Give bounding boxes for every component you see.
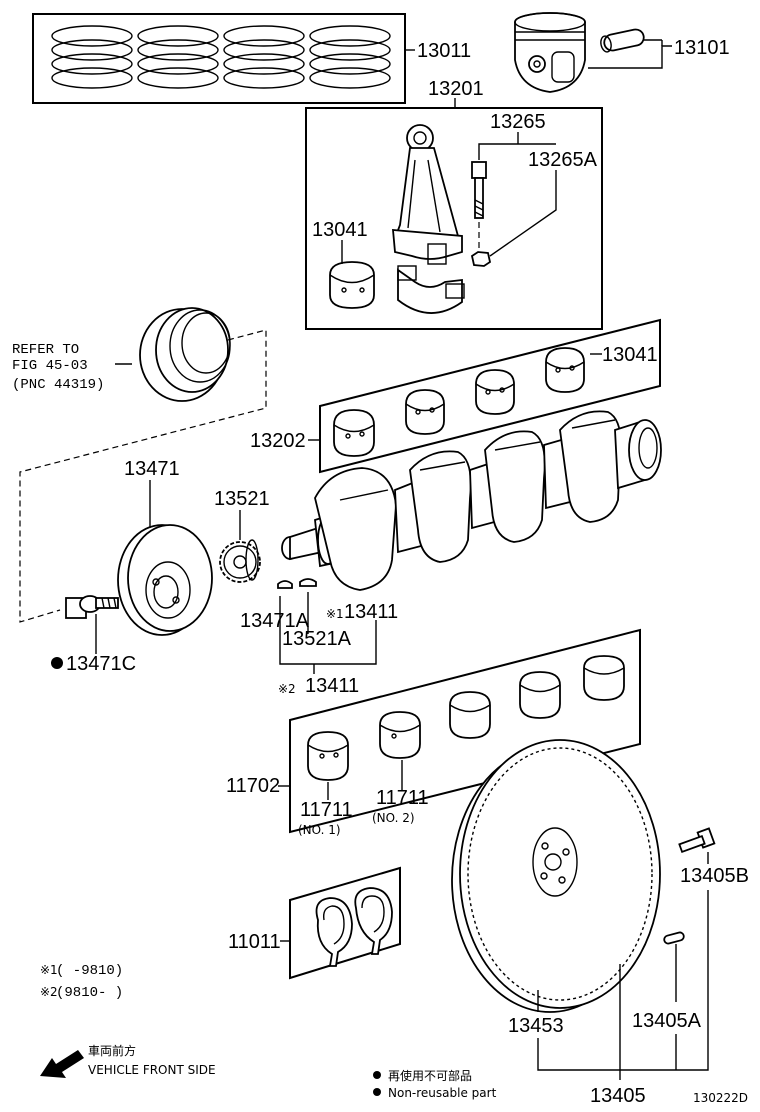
label-11711-1: 11711 xyxy=(300,799,353,821)
label-13411-1: 13411 xyxy=(344,601,398,623)
main-bearing-lower-1 xyxy=(307,731,349,781)
direction-en: VEHICLE FRONT SIDE xyxy=(88,1063,216,1077)
crank-key-pair xyxy=(277,578,317,589)
note2-mark: ※2 xyxy=(40,985,58,999)
pulley-bolt xyxy=(65,595,119,619)
connecting-rod-bolt xyxy=(471,161,487,219)
piston xyxy=(514,12,586,93)
label-13521A: 13521A xyxy=(282,628,352,650)
label-13471: 13471 xyxy=(124,458,180,480)
main-bearing-lower-3 xyxy=(449,691,491,739)
legend-dot-2 xyxy=(373,1088,381,1096)
label-13101: 13101 xyxy=(674,37,730,59)
crankshaft-pulley xyxy=(139,307,231,402)
connecting-rod xyxy=(392,124,463,265)
direction-jp: 車両前方 xyxy=(88,1043,136,1058)
label-13471C: 13471C xyxy=(66,653,136,675)
figure-code: 130222D xyxy=(693,1091,748,1105)
legend-dot-1 xyxy=(373,1071,381,1079)
main-bearing-lower-4 xyxy=(519,671,561,719)
piston-ring-group-2 xyxy=(137,25,219,89)
label-13265A: 13265A xyxy=(528,149,598,171)
note1-mark: ※1 xyxy=(40,963,58,977)
label-13405B: 13405B xyxy=(680,865,749,887)
legend-en: Non-reusable part xyxy=(388,1086,497,1100)
crankshaft-timing-gear xyxy=(219,539,261,583)
piston-ring-group-1 xyxy=(51,25,133,89)
label-11711-2: 11711 xyxy=(376,787,429,809)
thrust-washer-2 xyxy=(354,887,393,955)
rod-bearing xyxy=(329,261,375,309)
flywheel-bolt xyxy=(678,827,716,854)
main-bearing-upper-1 xyxy=(333,409,375,457)
main-bearing-lower-set xyxy=(289,628,641,834)
label-13521: 13521 xyxy=(214,488,270,510)
crankshaft-pulley-13471 xyxy=(117,524,213,636)
label-13411-2: 13411 xyxy=(305,675,359,697)
note1-range: ( -9810) xyxy=(56,963,123,979)
refer-line-3: (PNC 44319) xyxy=(12,377,104,393)
label-13405: 13405 xyxy=(590,1085,646,1107)
refer-line-2: FIG 45-03 xyxy=(12,358,88,374)
main-bearing-lower-2 xyxy=(379,711,421,759)
label-13201: 13201 xyxy=(428,78,484,100)
label-11711-2-sub: (NO. 2) xyxy=(372,811,415,825)
thrust-washer-set xyxy=(289,866,401,980)
note2-range: (9810- ) xyxy=(56,985,123,1001)
label-13041-main: 13041 xyxy=(602,344,658,366)
thrust-washer-1 xyxy=(315,897,353,967)
main-bearing-lower-5 xyxy=(583,655,625,701)
piston-pin xyxy=(600,28,645,53)
crankshaft xyxy=(281,410,662,591)
label-13265: 13265 xyxy=(490,111,546,133)
legend-jp: 再使用不可部品 xyxy=(388,1068,472,1083)
label-13471A: 13471A xyxy=(240,610,310,632)
refer-line-1: REFER TO xyxy=(12,342,79,358)
label-13202: 13202 xyxy=(250,430,306,452)
main-bearing-upper-3 xyxy=(475,369,515,415)
flywheel xyxy=(451,739,661,1013)
note-mark-1: ※1 xyxy=(326,607,344,621)
label-11711-1-sub: (NO. 1) xyxy=(298,823,341,837)
connecting-rod-assembly-box xyxy=(305,107,603,330)
vehicle-front-arrow-icon xyxy=(40,1050,84,1078)
main-bearing-upper-set xyxy=(319,318,661,474)
non-reusable-dot-13471c xyxy=(51,657,63,669)
flywheel-pin xyxy=(663,931,685,945)
label-13453: 13453 xyxy=(508,1015,564,1037)
piston-ring-set xyxy=(32,13,415,104)
connecting-rod-nut xyxy=(470,251,492,267)
label-13041-rod: 13041 xyxy=(312,219,368,241)
piston-ring-group-3 xyxy=(223,25,305,89)
connecting-rod-cap xyxy=(397,265,465,314)
note-mark-2: ※2 xyxy=(278,682,296,696)
main-bearing-upper-2 xyxy=(405,389,445,435)
label-13011: 13011 xyxy=(417,40,471,62)
label-11702: 11702 xyxy=(226,775,280,797)
label-13405A: 13405A xyxy=(632,1010,702,1032)
main-bearing-upper-4 xyxy=(545,347,585,393)
label-11011: 11011 xyxy=(228,931,281,953)
piston-ring-group-4 xyxy=(309,25,391,89)
